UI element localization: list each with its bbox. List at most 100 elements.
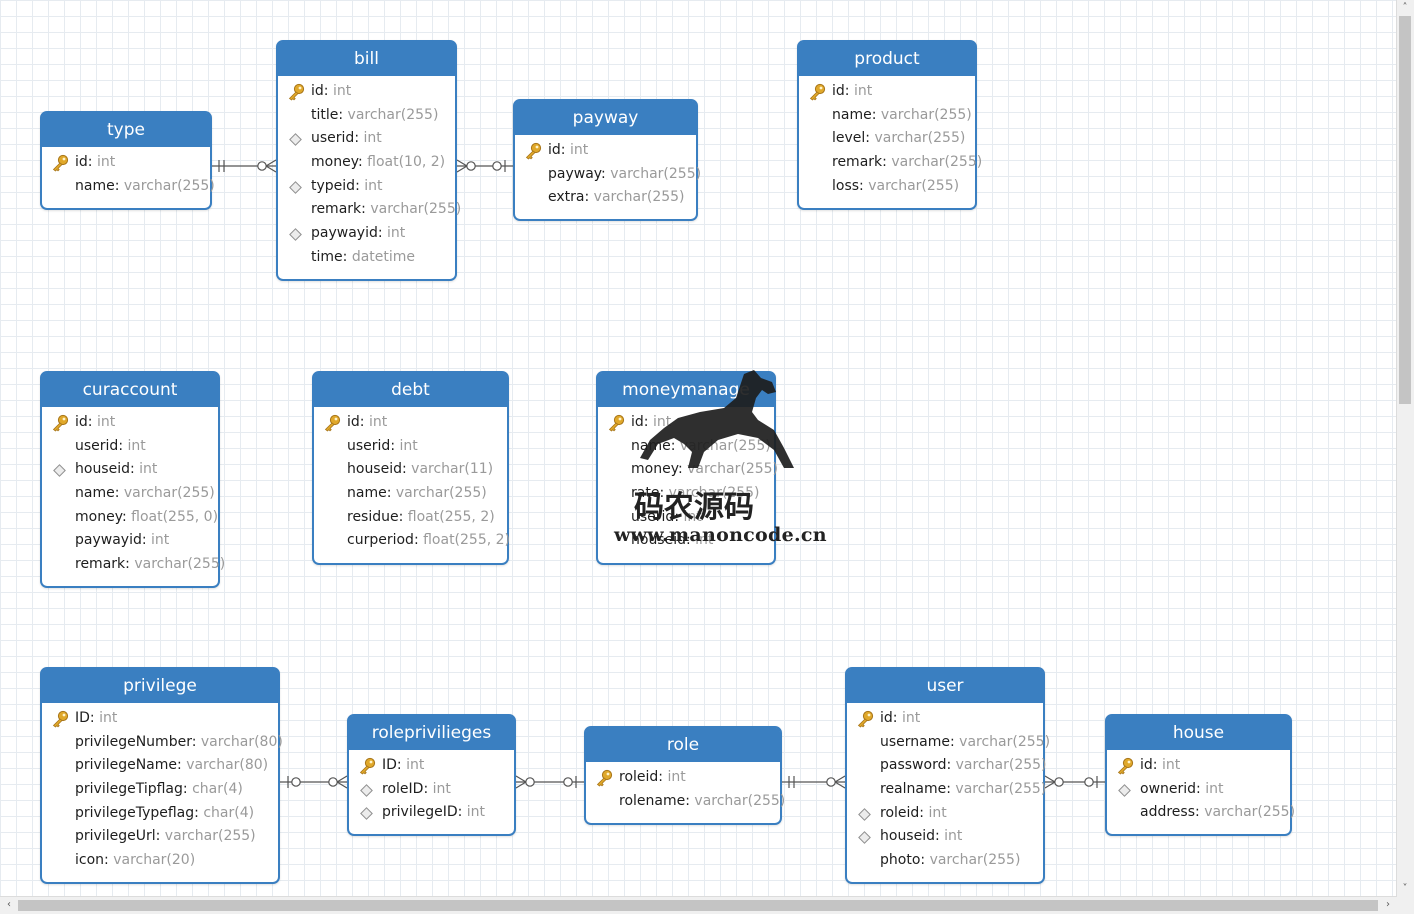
scroll-up-icon[interactable]: ˄ (1402, 2, 1408, 13)
field-row[interactable]: curperiod: float(255, 2) (314, 529, 510, 553)
table-title[interactable]: curaccount (42, 373, 218, 407)
field-row[interactable]: level: varchar(255) (799, 127, 975, 151)
field-row[interactable]: roleid: int (847, 802, 1043, 826)
field-row[interactable]: remark: varchar(255) (278, 198, 461, 222)
field-row[interactable]: id: int (847, 707, 1043, 731)
field-row[interactable]: ID: int (349, 754, 514, 778)
field-row[interactable]: privilegeTipflag: char(4) (42, 778, 278, 802)
field-row[interactable]: id: int (598, 411, 774, 435)
table-title[interactable]: payway (515, 101, 696, 135)
field-row[interactable]: remark: varchar(255) (799, 151, 982, 175)
field-row[interactable]: realname: varchar(255) (847, 778, 1046, 802)
field-row[interactable]: name: varchar(255) (799, 104, 975, 128)
field-row[interactable]: money: varchar(255) (598, 458, 778, 482)
table-title[interactable]: house (1107, 716, 1290, 750)
field-row[interactable]: id: int (515, 139, 696, 163)
horizontal-scrollbar[interactable]: ‹ › (0, 896, 1397, 914)
field-row[interactable]: id: int (42, 411, 218, 435)
field-row[interactable]: id: int (1107, 754, 1290, 778)
table-title[interactable]: user (847, 669, 1043, 703)
field-row[interactable]: houseid: int (847, 825, 1043, 849)
field-row[interactable]: houseid: varchar(11) (314, 458, 507, 482)
field-row[interactable]: name: varchar(255) (314, 482, 507, 506)
field-row[interactable]: userid: int (42, 435, 218, 459)
field-row[interactable]: ID: int (42, 707, 278, 731)
field-row[interactable]: privilegeID: int (349, 801, 514, 825)
field-row[interactable]: name: varchar(255) (598, 435, 774, 459)
horizontal-scroll-thumb[interactable] (18, 900, 1378, 911)
table-title[interactable]: roleprivilieges (349, 716, 514, 750)
field-row[interactable]: id: int (314, 411, 507, 435)
field-row[interactable]: payway: varchar(255) (515, 163, 701, 187)
field-row[interactable]: id: int (42, 151, 210, 175)
field-row[interactable]: loss: varchar(255) (799, 175, 975, 199)
field-row[interactable]: password: varchar(255) (847, 754, 1047, 778)
field-row[interactable]: houseid: int (598, 529, 774, 553)
field-row[interactable]: privilegeNumber: varchar(80) (42, 731, 283, 755)
field-row[interactable]: name: varchar(255) (42, 482, 218, 506)
field-row[interactable]: paywayid: int (42, 529, 218, 553)
table-title[interactable]: privilege (42, 669, 278, 703)
field-row[interactable]: extra: varchar(255) (515, 186, 696, 210)
field-row[interactable]: residue: float(255, 2) (314, 506, 507, 530)
field-row[interactable]: remark: varchar(255) (42, 553, 225, 577)
field-row[interactable]: time: datetime (278, 246, 455, 270)
field-row[interactable]: roleid: int (586, 766, 780, 790)
field-type: int (1205, 780, 1224, 797)
field-name: ownerid (1140, 780, 1197, 797)
field-row[interactable]: title: varchar(255) (278, 104, 455, 128)
field-row[interactable]: userid: int (314, 435, 507, 459)
field-separator: : (658, 769, 668, 785)
field-type: int (364, 177, 383, 194)
field-name: money (311, 154, 358, 171)
field-row[interactable]: rate: varchar(255) (598, 482, 774, 506)
table-title[interactable]: debt (314, 373, 507, 407)
table-title[interactable]: product (799, 42, 975, 76)
field-row[interactable]: rolename: varchar(255) (586, 790, 785, 814)
field-row[interactable]: privilegeName: varchar(80) (42, 754, 278, 778)
field-row[interactable]: userid: int (598, 506, 774, 530)
table-title[interactable]: role (586, 728, 780, 762)
field-row[interactable]: id: int (278, 80, 455, 104)
field-row[interactable]: ownerid: int (1107, 778, 1290, 802)
field-row[interactable]: money: float(10, 2) (278, 151, 455, 175)
field-row[interactable]: privilegeUrl: varchar(255) (42, 825, 278, 849)
field-row[interactable]: roleID: int (349, 778, 514, 802)
table-title[interactable]: bill (278, 42, 455, 76)
field-row[interactable]: username: varchar(255) (847, 731, 1050, 755)
field-row[interactable]: photo: varchar(255) (847, 849, 1043, 873)
field-row[interactable]: money: float(255, 0) (42, 506, 218, 530)
scroll-left-icon[interactable]: ‹ (7, 899, 11, 910)
field-type: float(255, 2) (407, 508, 495, 525)
field-row[interactable]: userid: int (278, 127, 455, 151)
field-row[interactable]: privilegeTypeflag: char(4) (42, 802, 278, 826)
table-title[interactable]: type (42, 113, 210, 147)
field-row[interactable]: id: int (799, 80, 975, 104)
vertical-scroll-thumb[interactable] (1399, 16, 1411, 404)
field-row[interactable]: name: varchar(255) (42, 175, 215, 199)
field-row[interactable]: address: varchar(255) (1107, 801, 1295, 825)
field-separator: : (141, 532, 152, 549)
table-title[interactable]: moneymanage (598, 373, 774, 407)
scroll-down-icon[interactable]: ˅ (1402, 883, 1408, 894)
field-row[interactable]: icon: varchar(20) (42, 849, 278, 873)
field-row[interactable]: houseid: int (42, 458, 218, 482)
field-row[interactable]: paywayid: int (278, 222, 455, 246)
vertical-scrollbar[interactable]: ˄ ˅ (1396, 0, 1414, 897)
crow-foot-mark (336, 775, 348, 783)
scroll-right-icon[interactable]: › (1386, 899, 1390, 910)
field-row[interactable]: typeid: int (278, 175, 455, 199)
